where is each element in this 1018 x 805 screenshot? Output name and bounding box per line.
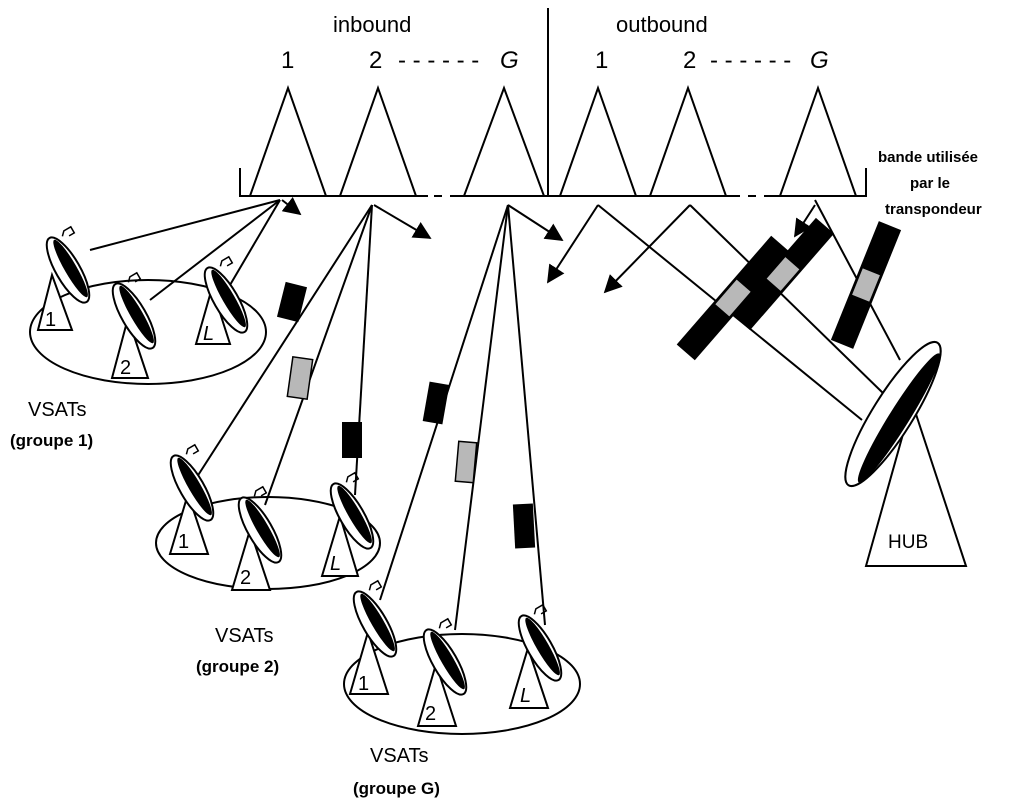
- outbound-label: outbound: [616, 12, 708, 37]
- vsat-group-g: 1 2 L VSATs (groupe G): [343, 578, 581, 798]
- band-label-line3: transpondeur: [885, 201, 982, 218]
- vsat-group-2: 1 2 L VSATs (groupe 2): [155, 442, 393, 676]
- outbound-frames: [676, 217, 902, 361]
- group-g-terminal-1: 1: [345, 578, 416, 695]
- group-2-terminal-2: 2: [230, 484, 301, 591]
- group-g-title: VSATs: [370, 745, 429, 767]
- group-g-terminal-l-label: L: [520, 685, 531, 707]
- inbound-carrier-2: [338, 84, 418, 197]
- carrier-arrows: [281, 196, 816, 294]
- band-label-line1: bande utilisée: [878, 149, 978, 166]
- outbound-channel-2: 2: [683, 47, 696, 74]
- group-g-terminal-1-label: 1: [358, 673, 369, 695]
- group-g-subtitle: (groupe G): [353, 779, 440, 798]
- vsat-group-1: 1 2 L VSATs (groupe 1): [10, 224, 267, 450]
- inbound-carrier-1: [248, 84, 328, 197]
- group-1-terminal-l-label: L: [203, 323, 214, 345]
- group-2-terminal-l-label: L: [330, 553, 341, 575]
- outbound-dashes: - - - - - -: [710, 47, 791, 74]
- inbound-channel-2: 2: [369, 47, 382, 74]
- hub-mount: [864, 398, 968, 567]
- group-g-terminal-l: L: [508, 602, 581, 709]
- group-2-terminal-2-label: 2: [240, 567, 251, 589]
- group-g-boundary: [343, 633, 581, 735]
- outbound-carrier-2: [648, 84, 728, 197]
- group-1-terminal-l: L: [194, 254, 267, 345]
- group-1-terminal-1: 1: [36, 224, 109, 331]
- hub-station: HUB: [844, 340, 968, 567]
- inbound-bursts: [276, 281, 536, 549]
- hub-label: HUB: [888, 532, 928, 553]
- group-2-subtitle: (groupe 2): [196, 657, 279, 676]
- outbound-channel-1: 1: [595, 47, 608, 74]
- transponder-band: [239, 168, 867, 197]
- outbound-channel-g: G: [810, 47, 829, 74]
- group-1-title: VSATs: [28, 399, 87, 421]
- inbound-channel-1: 1: [281, 47, 294, 74]
- group-2-terminal-l: L: [320, 470, 393, 577]
- group-2-title: VSATs: [215, 625, 274, 647]
- inbound-carrier-g: [462, 85, 546, 197]
- uplink-lines: [89, 199, 546, 631]
- group-1-terminal-2: 2: [104, 270, 175, 379]
- group-2-terminal-1-label: 1: [178, 531, 189, 553]
- group-g-terminal-2-label: 2: [425, 703, 436, 725]
- channel-triangles: [248, 84, 858, 197]
- inbound-label: inbound: [333, 12, 411, 37]
- group-2-terminal-1: 1: [162, 442, 233, 555]
- group-1-terminal-2-label: 2: [120, 357, 131, 379]
- group-1-subtitle: (groupe 1): [10, 431, 93, 450]
- group-1-boundary: [29, 279, 267, 385]
- group-1-terminal-1-label: 1: [45, 309, 56, 331]
- band-label-line2: par le: [910, 175, 950, 192]
- group-g-terminal-2: 2: [415, 616, 486, 727]
- outbound-carrier-1: [558, 84, 638, 197]
- inbound-dashes: - - - - - -: [398, 47, 479, 74]
- inbound-channel-g: G: [500, 47, 519, 74]
- outbound-carrier-g: [778, 84, 858, 197]
